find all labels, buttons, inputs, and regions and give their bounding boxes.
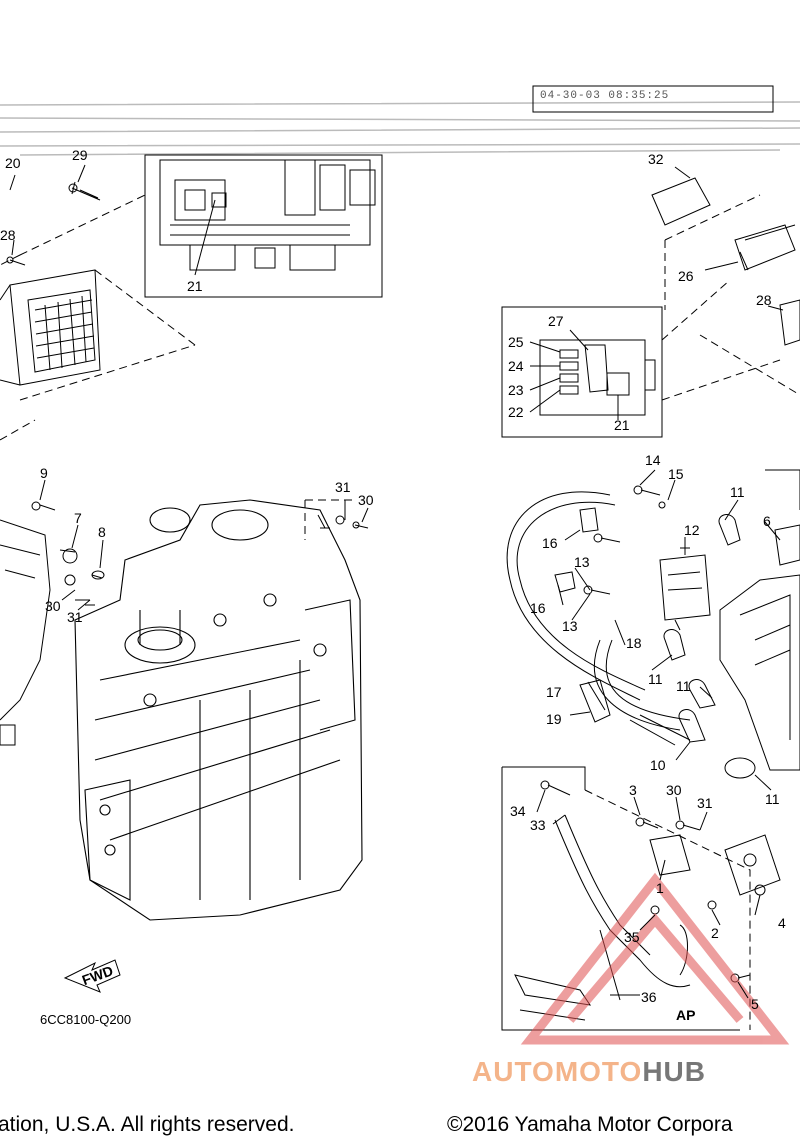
ecu-module-left bbox=[0, 269, 101, 386]
copyright-left: ation, U.S.A. All rights reserved. bbox=[0, 1113, 295, 1136]
callout-31-left: 31 bbox=[67, 609, 83, 625]
callout-22: 22 bbox=[508, 404, 524, 420]
header-noise bbox=[0, 101, 800, 156]
callout-13-b: 13 bbox=[562, 618, 578, 634]
callout-8: 8 bbox=[98, 524, 106, 540]
callout-15: 15 bbox=[668, 466, 684, 482]
caps-16 bbox=[554, 507, 599, 593]
screw-29 bbox=[68, 181, 101, 201]
callout-19: 19 bbox=[546, 711, 562, 727]
callout-33: 33 bbox=[530, 817, 546, 833]
callout-11-b: 11 bbox=[648, 671, 663, 687]
clip-19 bbox=[579, 679, 611, 723]
callout-20: 20 bbox=[5, 155, 21, 171]
callout-2: 2 bbox=[711, 925, 719, 941]
callout-36: 36 bbox=[641, 989, 657, 1005]
callout-26: 26 bbox=[678, 268, 694, 284]
callout-11-c: 11 bbox=[676, 678, 691, 694]
relay-bracket bbox=[719, 469, 800, 771]
engine-block bbox=[74, 499, 363, 921]
callout-18: 18 bbox=[626, 635, 642, 651]
callout-6: 6 bbox=[763, 513, 771, 529]
ecu-callout-box bbox=[501, 306, 663, 438]
callout-3: 3 bbox=[629, 782, 637, 798]
callout-28-left: 28 bbox=[0, 227, 16, 243]
callout-12: 12 bbox=[684, 522, 700, 538]
callout-14: 14 bbox=[645, 452, 661, 468]
callout-23: 23 bbox=[508, 382, 524, 398]
label-and-module-26 bbox=[651, 177, 800, 346]
callout-4: 4 bbox=[778, 915, 786, 931]
callout-24: 24 bbox=[508, 358, 524, 374]
header-frame bbox=[532, 85, 774, 113]
copyright-right: ©2016 Yamaha Motor Corpora bbox=[447, 1113, 733, 1136]
callout-9: 9 bbox=[40, 465, 48, 481]
watermark-triangle bbox=[520, 872, 790, 1045]
callout-16-a: 16 bbox=[542, 535, 558, 551]
screws-30-31-top bbox=[304, 499, 369, 540]
watermark-logo: AUTOMOTOHUB bbox=[472, 1056, 800, 1090]
callout-21-right: 21 bbox=[614, 417, 630, 433]
relay-12 bbox=[659, 547, 711, 631]
callout-leaders bbox=[9, 164, 784, 999]
header-stamp: 04-30-03 08:35:25 bbox=[540, 90, 670, 102]
left-bracket bbox=[0, 501, 105, 746]
dashed-leaders-left bbox=[0, 194, 196, 441]
callout-17: 17 bbox=[546, 684, 562, 700]
callout-29-left: 29 bbox=[72, 147, 88, 163]
ecu-inset bbox=[144, 154, 383, 298]
ap-label: AP bbox=[676, 1007, 695, 1023]
callout-13-a: 13 bbox=[574, 554, 590, 570]
clamps-11 bbox=[663, 514, 756, 779]
harness-loop bbox=[506, 491, 691, 746]
callout-5: 5 bbox=[751, 996, 759, 1012]
callout-31-bottom: 31 bbox=[697, 795, 713, 811]
watermark-brand-b: HUB bbox=[642, 1056, 706, 1087]
callout-25: 25 bbox=[508, 334, 524, 350]
callout-11-a: 11 bbox=[730, 484, 745, 500]
callout-31-top: 31 bbox=[335, 479, 351, 495]
bolts-13-14-15 bbox=[583, 485, 666, 595]
watermark-brand-a: AUTOMOTO bbox=[472, 1056, 643, 1087]
fwd-arrow bbox=[63, 959, 121, 993]
callout-30-top: 30 bbox=[358, 492, 374, 508]
part-code: 6CC8100-Q200 bbox=[40, 1012, 131, 1027]
lower-assembly bbox=[501, 766, 781, 1031]
callout-27: 27 bbox=[548, 313, 564, 329]
callout-16-b: 16 bbox=[530, 600, 546, 616]
screw-28-left bbox=[6, 256, 26, 266]
callout-11-d: 11 bbox=[765, 791, 780, 807]
callout-1: 1 bbox=[656, 880, 664, 896]
callout-34: 34 bbox=[510, 803, 526, 819]
callout-30-left: 30 bbox=[45, 598, 61, 614]
callout-10: 10 bbox=[650, 757, 666, 773]
callout-28-right: 28 bbox=[756, 292, 772, 308]
callout-21-left: 21 bbox=[187, 278, 203, 294]
callout-32: 32 bbox=[648, 151, 664, 167]
callout-30-bottom: 30 bbox=[666, 782, 682, 798]
dashed-leaders-right bbox=[661, 194, 800, 401]
callout-7: 7 bbox=[74, 510, 82, 526]
callout-35: 35 bbox=[624, 929, 640, 945]
